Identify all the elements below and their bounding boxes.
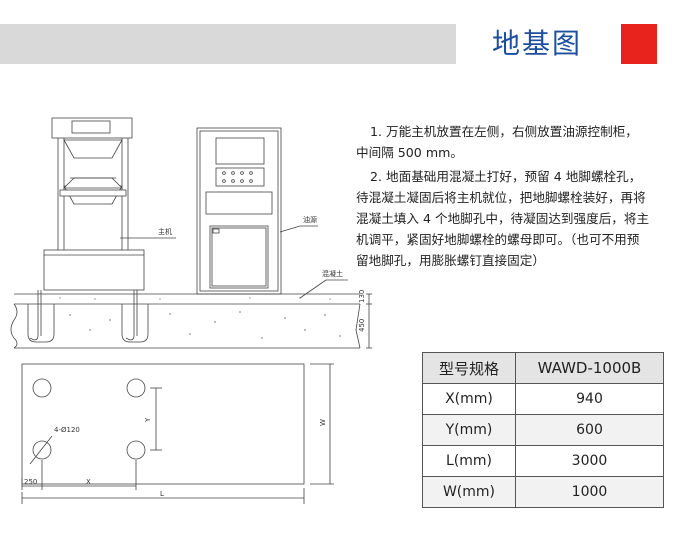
spec-label: L(mm) (422, 445, 516, 477)
dim-130: 130 (358, 290, 366, 303)
spec-header-value: WAWD-1000B (515, 352, 664, 384)
label-main-machine: 主机 (158, 227, 172, 236)
note-line-1: 1. 万能主机放置在左侧，右侧放置油源控制柜， (370, 124, 638, 139)
note-line-5: 混凝土填入 4 个地脚孔中，待凝固达到强度后，将主 (356, 211, 650, 226)
spec-label: W(mm) (422, 476, 516, 508)
spec-header-label: 型号规格 (422, 352, 516, 384)
dim-hole-diameter: 4-Ø120 (54, 426, 80, 434)
spec-table: 型号规格 WAWD-1000B X(mm) 940 Y(mm) 600 L(mm… (422, 352, 664, 508)
dim-l: L (160, 490, 164, 498)
dim-y: Y (144, 417, 152, 423)
oil-source-cabinet-drawing (196, 127, 282, 295)
spec-value: 3000 (515, 445, 664, 477)
note-line-2: 中间隔 500 mm。 (356, 145, 463, 160)
table-row: Y(mm) 600 (422, 414, 664, 446)
dim-x: X (86, 478, 91, 486)
note-line-7: 留地脚孔，用膨胀螺钉直接固定） (356, 253, 545, 268)
dim-450: 450 (358, 319, 366, 332)
spec-label: Y(mm) (422, 414, 516, 446)
note-line-4: 待混凝土凝固后将主机就位，把地脚螺栓装好，再将 (356, 190, 646, 205)
label-concrete: 混凝土 (322, 269, 343, 278)
table-row: X(mm) 940 (422, 383, 664, 415)
spec-value: 600 (515, 414, 664, 446)
note-line-3: 2. 地面基础用混凝土打好，预留 4 地脚螺栓孔， (370, 169, 642, 184)
table-row: L(mm) 3000 (422, 445, 664, 477)
header-red-block (621, 24, 657, 64)
note-line-6: 机调平，紧固好地脚螺栓的螺母即可。（也可不用预 (356, 232, 640, 247)
header-title-box (456, 24, 600, 64)
foundation-plan-drawing (21, 363, 334, 504)
spec-label: X(mm) (422, 383, 516, 415)
spec-table-header: 型号规格 WAWD-1000B (422, 352, 664, 384)
foundation-section-drawing (10, 290, 372, 349)
page-title: 地基图 (492, 27, 583, 60)
dim-250: 250 (24, 478, 37, 486)
label-oil-source: 油源 (303, 215, 317, 224)
dim-w: W (319, 419, 327, 426)
main-machine-drawing (43, 117, 145, 291)
table-row: W(mm) 1000 (422, 476, 664, 508)
spec-value: 940 (515, 383, 664, 415)
spec-value: 1000 (515, 476, 664, 508)
